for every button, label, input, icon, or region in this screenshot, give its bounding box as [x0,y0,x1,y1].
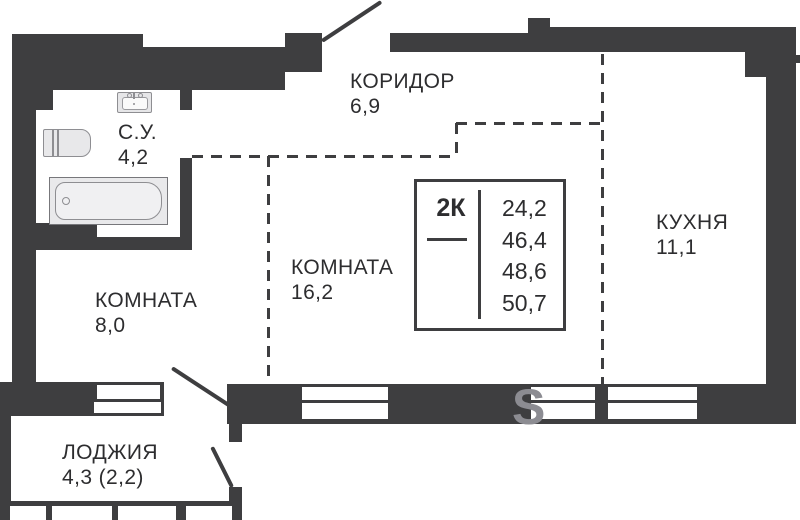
room-area: 16,2 [291,281,334,304]
loggia-door-swing [170,366,232,409]
room-area: 11,1 [656,236,697,259]
room-name: КОМНАТА [291,256,394,279]
wall-bottom-left-b [0,402,94,416]
dashed-line-rooms [267,156,270,384]
loggia-glazing-pane [118,506,176,520]
room-label-corridor: КОРИДОР 6,9 [350,69,455,119]
area-values: 24,2 46,4 48,6 50,7 [502,193,547,319]
wall-entry-stub [285,33,322,72]
window-room-small-frame [93,382,164,416]
room-label-room-large: КОМНАТА 16,2 [291,255,393,305]
loggia-glazing-pane [52,506,112,520]
apartment-type-label: 2К [436,194,466,222]
room-name: КОРИДОР [350,70,455,93]
wall-bathroom-door-stub [180,90,192,110]
dashed-line-room-large-top [192,155,457,158]
wall-loggia-door-jamb [229,420,242,442]
window-room-small-upper-pane [97,385,160,399]
wall-left [12,110,36,382]
dashed-line-step [455,123,458,158]
loggia-glazing-band [0,501,242,520]
sink-icon [117,92,152,113]
room-area: 6,9 [350,95,381,118]
window-kitchen [608,387,697,419]
wall-right [766,52,796,424]
room-name: КОМНАТА [95,289,198,312]
loggia-glazing-pane [186,506,232,520]
wall-loggia-left [0,402,11,501]
room-area: 4,2 [118,146,149,169]
wall-right-tick [794,55,800,63]
room-label-kitchen: КУХНЯ 11,1 [656,210,728,260]
area-value-2: 46,4 [502,226,547,253]
room-label-room-small: КОМНАТА 8,0 [95,288,197,338]
window-sash-line [302,400,388,403]
dashed-line-corridor-kitchen [456,122,602,125]
area-value-3: 48,6 [502,258,547,284]
window-room-large-a [302,387,388,419]
wall-bathroom-bottom-a [36,223,97,250]
loggia-glazing-pane [10,506,46,520]
wall-top-block [528,18,550,52]
area-value-1: 24,2 [502,195,547,221]
dashed-line-kitchen [601,54,604,384]
info-box-divider [478,190,481,319]
room-name: ЛОДЖИЯ [62,441,158,464]
wall-bathroom-bottom-b [97,237,180,250]
wall-top-right-b [550,27,796,52]
wall-loggia-door-block [229,487,242,502]
wall-bathroom-right [180,158,192,250]
room-label-loggia: ЛОДЖИЯ 4,3 (2,2) [62,440,158,490]
room-name: КУХНЯ [656,211,729,234]
room-label-bathroom: С.У. 4,2 [118,120,157,170]
wall-right-step [745,52,766,77]
entrance-door-swing [320,0,383,43]
room-area: 8,0 [95,314,126,337]
apartment-info-box: 2К 24,2 46,4 48,6 50,7 [414,179,566,331]
area-value-4: 50,7 [502,289,547,316]
wall-top-left-b [143,47,285,90]
window-room-small-lower-pane [94,402,161,413]
window-sash-line [531,400,595,403]
wall-top-right-a [390,33,528,52]
room-area: 4,3 (2,2) [62,466,144,489]
wall-top-left-a [12,34,143,90]
room-name: С.У. [118,121,157,144]
wall-left-upper [12,90,53,110]
toilet-icon [43,129,91,157]
loggia-inner-door-swing [210,446,234,489]
window-sash-line [608,400,697,403]
window-room-large-b [531,387,595,419]
type-underline [427,238,467,241]
watermark-glyph: S [512,379,546,435]
wall-bottom-left-a [0,382,97,402]
bathtub-icon [49,177,168,225]
